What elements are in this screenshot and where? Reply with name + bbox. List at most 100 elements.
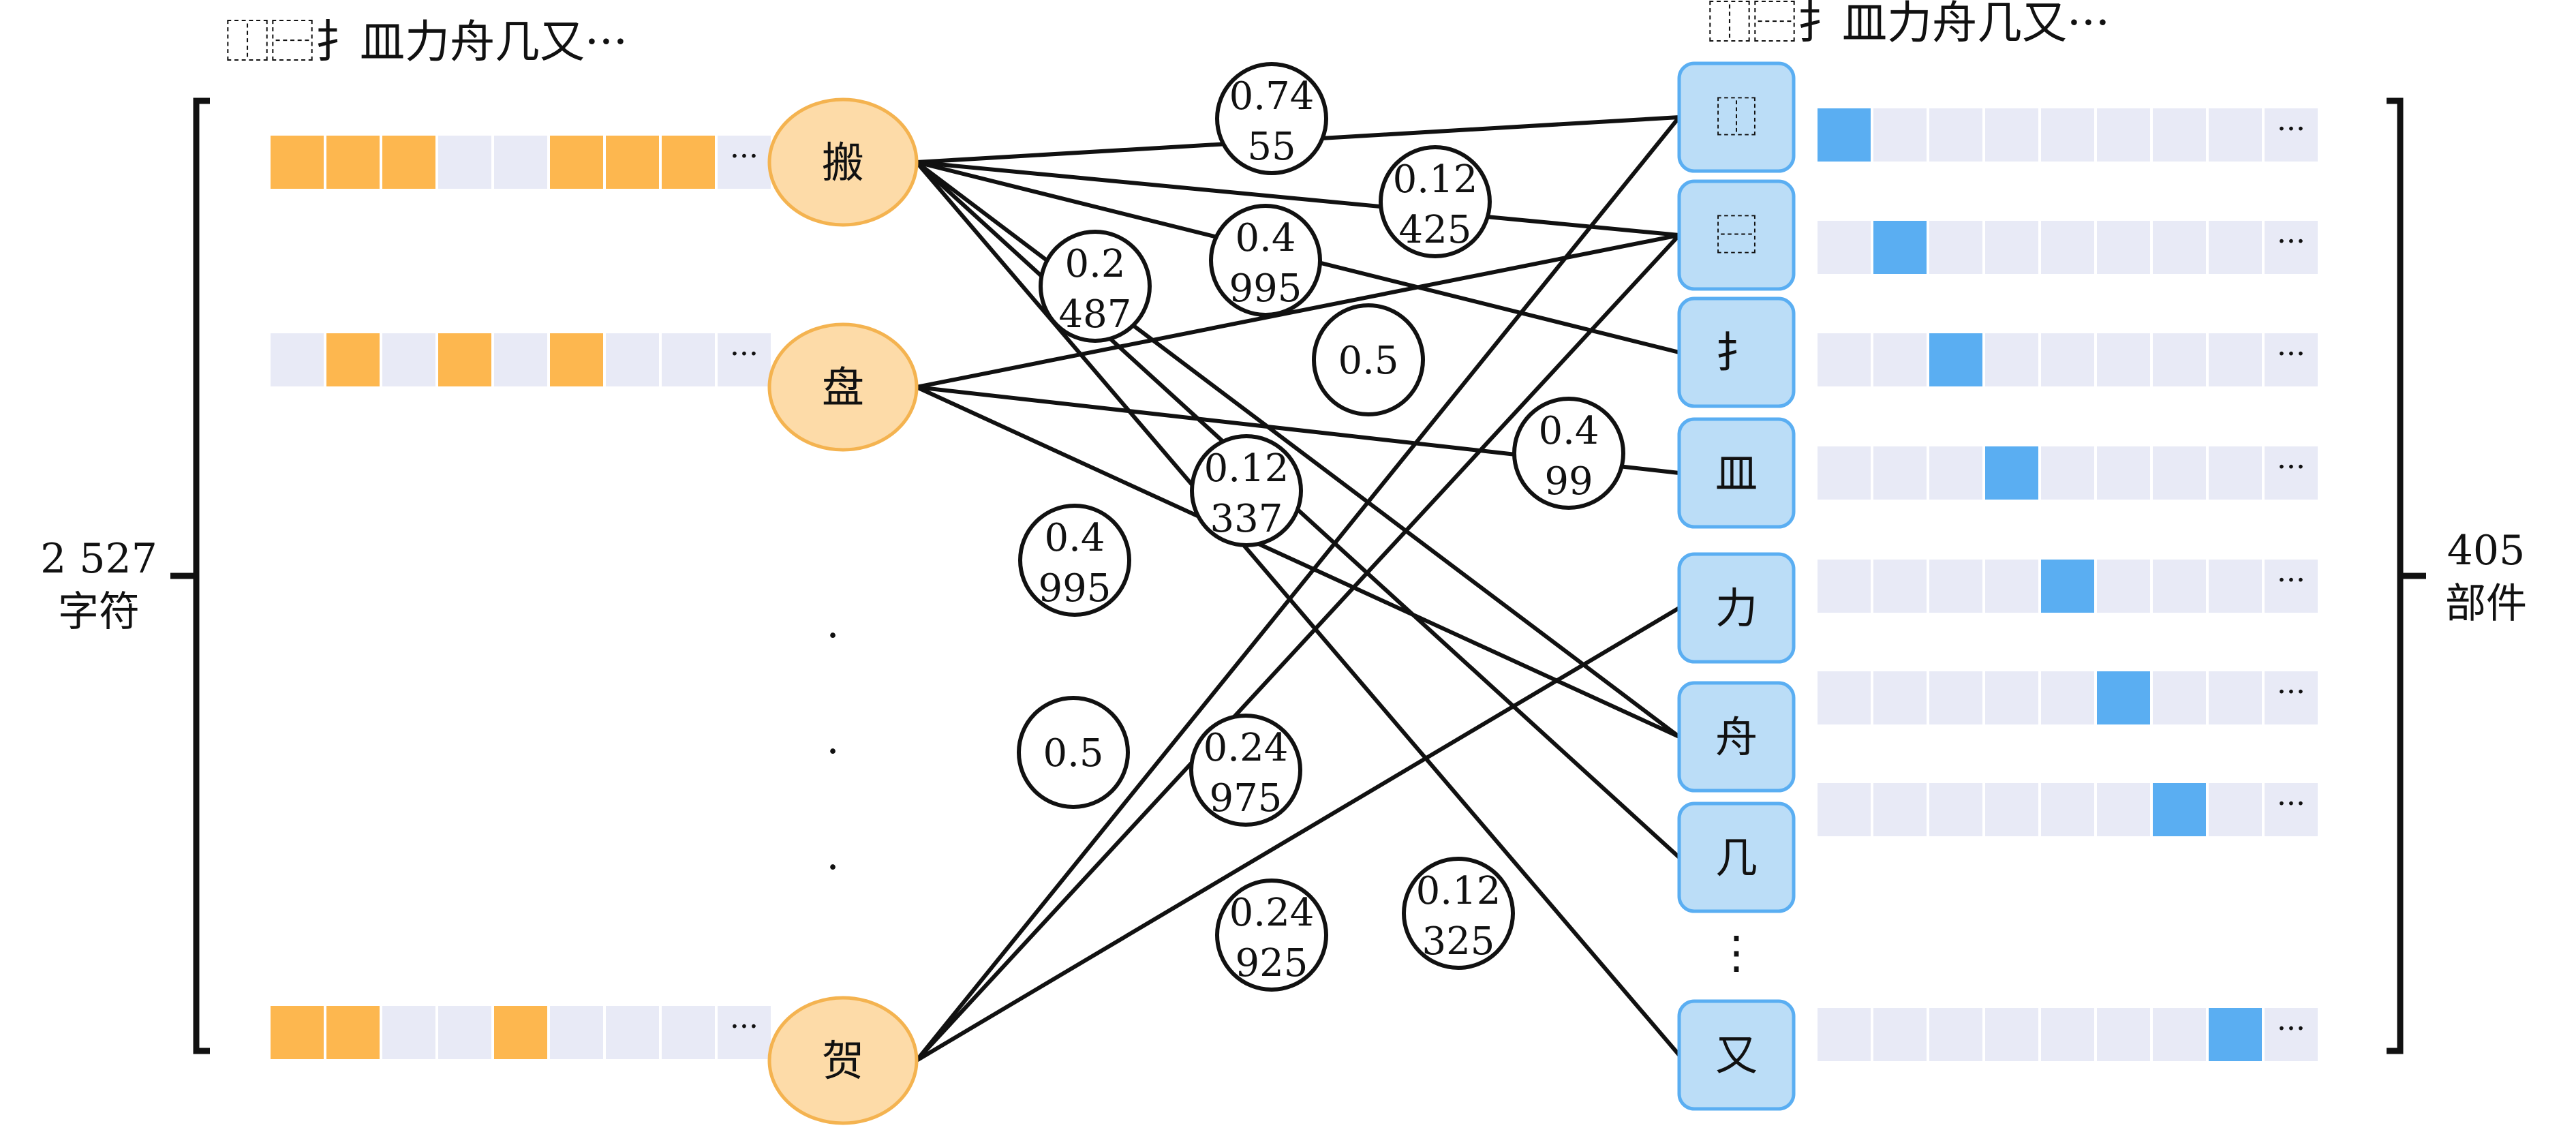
char-bit [326, 333, 380, 386]
comp-bit [2209, 560, 2262, 613]
comp-vector-ellipsis: ··· [2277, 563, 2305, 598]
component-node-label: 皿 [1715, 448, 1758, 498]
comp-bit [2265, 108, 2318, 162]
comp-bit [2041, 446, 2094, 500]
comp-vector-hand: ··· [1818, 333, 2318, 386]
edge-weight-circle [1402, 857, 1515, 970]
edge-weight-circle [1512, 397, 1625, 510]
char-node-shape [767, 97, 919, 227]
comp-bit [1818, 783, 1871, 836]
comp-bit [1873, 446, 1927, 500]
component-node-you: 又 [1677, 999, 1796, 1111]
comp-vector-li: ··· [1818, 560, 2318, 613]
char-bit [718, 136, 771, 189]
char-bit [606, 136, 659, 189]
comp-bit [1929, 446, 1982, 500]
edge-ban-you [915, 161, 1681, 1056]
comp-bit [1818, 560, 1871, 613]
comp-bit [2265, 1008, 2318, 1061]
edge-weight-label-line1: 0.4 [1235, 216, 1295, 260]
component-node-label: 力 [1715, 583, 1758, 633]
char-vector-he: ··· [271, 1006, 771, 1059]
char-bit [662, 333, 715, 386]
component-node-shape [1677, 296, 1796, 408]
char-vector-ban: ··· [271, 136, 771, 189]
edge-he-lr [915, 116, 1681, 1062]
edge-weight-label-line1: 0.12 [1204, 446, 1289, 491]
comp-vector-ji: ··· [1818, 783, 2318, 836]
comp-bit [2097, 221, 2150, 274]
right-unit-label: 部件 [2445, 580, 2527, 628]
comp-bit [2265, 446, 2318, 500]
edge-weight-label-line1: 0.12 [1393, 157, 1478, 202]
comp-bit [2097, 108, 2150, 162]
component-node-label: ⿱ [1715, 211, 1758, 260]
edge-weight-label-line2: 995 [1229, 266, 1302, 311]
comp-bit [2265, 783, 2318, 836]
comp-bit [2041, 560, 2094, 613]
comp-vector-ellipsis: ··· [2277, 787, 2305, 821]
edge-weight-circle [1215, 879, 1328, 992]
comp-bit [1985, 671, 2038, 724]
comp-bit [2153, 108, 2206, 162]
right-brace [2387, 97, 2426, 1054]
edge-weight-label-line2: 995 [1039, 566, 1111, 611]
char-bit [271, 136, 324, 189]
char-bit [494, 1006, 547, 1059]
char-bit [326, 1006, 380, 1059]
comp-bit [1818, 1008, 1871, 1061]
component-node-hand: 扌 [1677, 296, 1796, 408]
comp-bit [2097, 560, 2150, 613]
comp-bit [1929, 783, 1982, 836]
edge-ban-zhou [915, 160, 1681, 739]
edge-weight-label-line2: 975 [1210, 776, 1283, 821]
comp-bit [1873, 671, 1927, 724]
comp-bit [1985, 1008, 2038, 1061]
char-bit [662, 1006, 715, 1059]
edge-weight-label-line2: 55 [1247, 125, 1295, 169]
edge-weight-circle [1190, 434, 1303, 547]
component-node-shape [1677, 552, 1796, 664]
component-node-label: 扌 [1715, 328, 1758, 378]
char-node-he: 贺 [767, 996, 919, 1125]
comp-bit [1929, 221, 1982, 274]
comp-vector-tb: ··· [1818, 221, 2318, 274]
comp-bit [2265, 221, 2318, 274]
comp-bit [2041, 333, 2094, 386]
comp-bit [2097, 783, 2150, 836]
comp-bit [1985, 333, 2038, 386]
svg-text:.: . [826, 716, 839, 763]
comp-bit [2041, 221, 2094, 274]
comp-bit [1873, 1008, 1927, 1061]
char-node-label: 贺 [822, 1036, 864, 1086]
right-header: ⿰⿱扌皿力舟几又··· [1707, 0, 2110, 49]
char-node-shape [767, 996, 919, 1125]
edge-he-tb [915, 233, 1681, 1063]
comp-bit [2265, 560, 2318, 613]
component-node-label: 又 [1715, 1030, 1758, 1080]
comp-bit [1929, 333, 1982, 386]
comp-bit [1873, 333, 1927, 386]
comp-bit [2041, 783, 2094, 836]
comp-bit [1985, 108, 2038, 162]
comp-bit [1873, 560, 1927, 613]
component-node-zhou: 舟 [1677, 681, 1796, 793]
comp-bit [2153, 1008, 2206, 1061]
comp-vector-ellipsis: ··· [2277, 337, 2305, 371]
comp-bit [2041, 1008, 2094, 1061]
char-vector-ellipsis: ··· [730, 1009, 758, 1044]
comp-bit [2097, 1008, 2150, 1061]
comp-bit [2153, 783, 2206, 836]
comp-bit [2265, 333, 2318, 386]
comp-bit [2153, 333, 2206, 386]
char-bit [438, 1006, 491, 1059]
comp-bit [2097, 333, 2150, 386]
svg-text:.: . [826, 831, 839, 879]
edge-weight-circle [1209, 204, 1322, 317]
char-bit [550, 136, 603, 189]
component-node-li: 力 [1677, 552, 1796, 664]
char-bit [494, 136, 547, 189]
char-bit [606, 333, 659, 386]
